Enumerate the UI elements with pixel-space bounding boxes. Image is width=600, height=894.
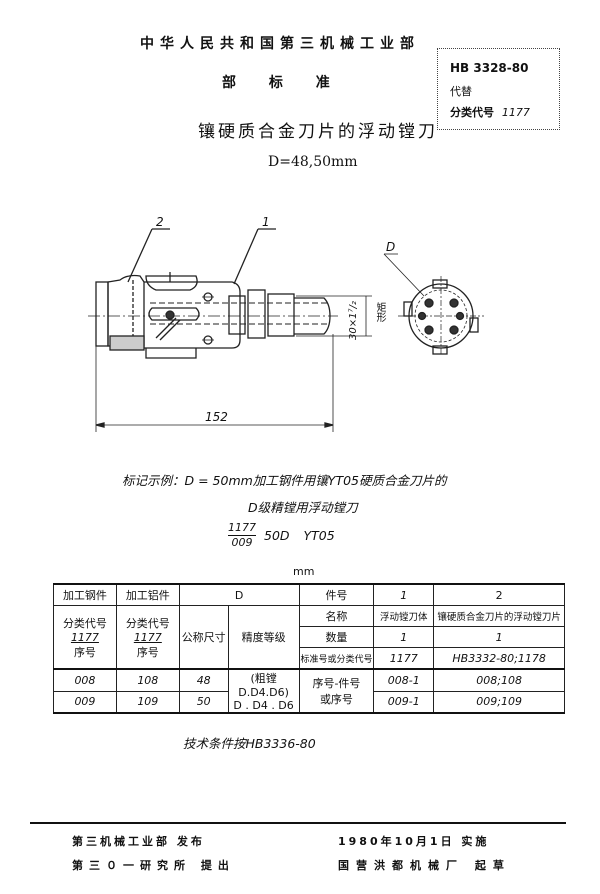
row-1-part1: 008-1 — [373, 668, 435, 692]
document-subtitle: D=48,50mm — [268, 154, 358, 170]
standard-code: HB 3328-80 — [450, 61, 529, 75]
footer-proposer: 第三０一研究所 提出 — [72, 859, 235, 872]
row-2-part2: 009;109 — [433, 690, 565, 714]
ministry-header: 中华人民共和国第三机械工业部 — [140, 36, 420, 52]
header-precision-grade: 精度等级 — [227, 605, 300, 670]
row-2-grade: D . D4 . D6 — [233, 699, 294, 712]
standard-number-box: HB 3328-80 代替 分类代号 1177 — [437, 48, 560, 130]
row-2-part1: 009-1 — [373, 690, 435, 714]
precision-grade-cell: (粗镗D.D4.D6) D . D4 . D6 — [227, 668, 300, 714]
marking-fraction: 1177 009 — [228, 521, 256, 549]
part-1-quantity: 1 — [373, 626, 435, 648]
row-1-steel: 008 — [53, 668, 117, 692]
footer-divider — [30, 822, 566, 824]
marking-example-line1: 标记示例：D = 50mm加工钢件用镶YT05硬质合金刀片的 — [122, 473, 447, 488]
header-quantity: 数量 — [298, 626, 375, 648]
header-steel: 加工钢件 — [53, 583, 117, 606]
seq-no-label: 序号 — [73, 645, 96, 659]
footer-drafter: 国营洪都机械厂 起草 — [338, 859, 511, 872]
aluminum-class-code-cell: 分类代号 1177 序号 — [115, 605, 180, 670]
class-code-label: 分类代号 — [125, 616, 170, 630]
thread-dimension: 30×1⁷/₂ — [348, 301, 359, 340]
part-2-quantity: 1 — [433, 626, 565, 648]
marking-example-line2: D级精镗用浮动镗刀 — [248, 500, 358, 515]
table-row: 008 108 48 (粗镗D.D4.D6) D . D4 . D6 序号-件号… — [53, 668, 565, 714]
row-1-nominal: 48 — [178, 668, 229, 692]
row-2-nominal: 50 — [178, 690, 229, 714]
technical-conditions: 技术条件按HB3336-80 — [183, 736, 316, 751]
classification-label: 分类代号 — [450, 106, 494, 119]
marking-code: 50D YT05 — [264, 528, 335, 543]
replaces-label: 代替 — [450, 85, 472, 98]
header-d: D — [178, 583, 300, 606]
row-1-aluminum: 108 — [115, 668, 180, 692]
part-1-std: 1177 — [373, 647, 435, 670]
standard-type: 部 标 准 — [222, 75, 330, 91]
part-2-std: HB3332-80;1178 — [433, 647, 565, 670]
class-code-value: 1177 — [70, 630, 99, 644]
steel-class-code-cell: 分类代号 1177 序号 — [53, 605, 117, 670]
row-1-part2: 008;108 — [433, 668, 565, 692]
header-std-or-class: 标准号或分类代号 — [298, 647, 375, 670]
thread-note: 矩形 — [374, 302, 385, 322]
part-2-name: 镶硬质合金刀片的浮动镗刀片 — [433, 605, 565, 627]
footer-issuer: 第三机械工业部 发布 — [72, 835, 205, 848]
part-1-name: 浮动镗刀体 — [373, 605, 435, 627]
classification-code: 分类代号 1177 — [450, 104, 530, 120]
header-nominal-size: 公称尺寸 — [178, 605, 229, 670]
row-2-steel: 009 — [53, 690, 117, 714]
document-title: 镶硬质合金刀片的浮动镗刀 — [198, 122, 438, 142]
header-name: 名称 — [298, 605, 375, 627]
seq-part-header-cell: 序号-件号 或序号 — [298, 668, 375, 714]
footer-effective-date: 1980年10月1日 实施 — [338, 835, 490, 848]
header-aluminum: 加工铝件 — [115, 583, 180, 606]
specification-table: 加工钢件 加工铝件 D 件号 1 2 分类代号 1177 序号 分类代号 117… — [53, 583, 565, 714]
fraction-denominator: 009 — [231, 536, 253, 549]
view-d-label: D — [386, 240, 396, 254]
seq-no-label: 序号 — [136, 645, 159, 659]
callout-2-label: 2 — [156, 215, 164, 229]
or-seq-label: 或序号 — [319, 693, 353, 706]
callout-1-label: 1 — [262, 215, 270, 229]
table-unit: mm — [293, 565, 315, 578]
part-1-no: 1 — [373, 583, 435, 606]
class-code-value: 1177 — [133, 630, 162, 644]
fraction-numerator: 1177 — [228, 521, 256, 536]
seq-part-label: 序号-件号 — [312, 677, 361, 690]
table-row: 009 109 50 009-1 009;109 — [53, 690, 565, 714]
header-part-no: 件号 — [298, 583, 375, 606]
classification-value: 1177 — [501, 106, 530, 119]
class-code-label: 分类代号 — [62, 616, 107, 630]
row-2-aluminum: 109 — [115, 690, 180, 714]
part-2-no: 2 — [433, 583, 565, 606]
row-1-grade: (粗镗D.D4.D6) — [238, 672, 289, 699]
length-dimension: 152 — [205, 410, 228, 424]
